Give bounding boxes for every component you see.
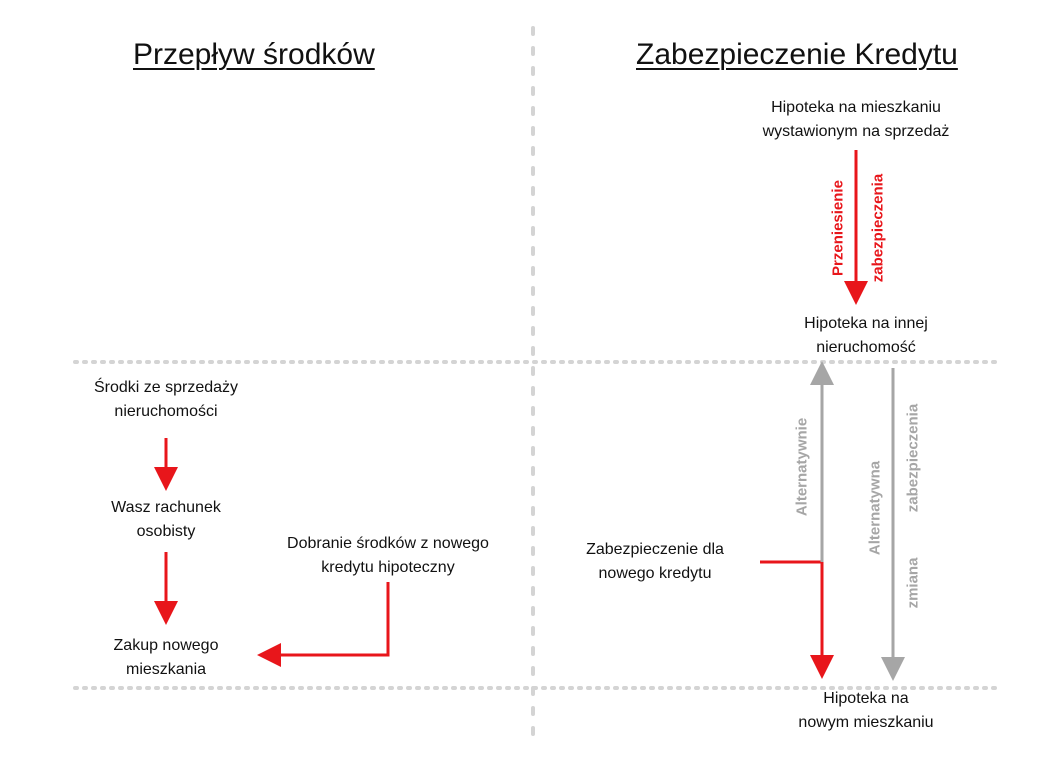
node-sale-funds: Środki ze sprzedaży nieruchomości <box>93 379 239 420</box>
node-mortgage-on-sale-apartment: Hipoteka na mieszkaniu wystawionym na sp… <box>762 99 950 140</box>
node-new-apartment-purchase: Zakup nowego mieszkania <box>113 637 219 678</box>
label-security: zabezpieczenia <box>904 403 922 513</box>
arrow-new-security-to-new-mortgage <box>760 560 834 679</box>
label-transfer-line2: zabezpieczenia <box>869 173 887 283</box>
node-additional-funds: Dobranie środków z nowego kredytu hipote… <box>287 535 489 576</box>
label-alternatively: Alternatywnie <box>793 417 811 517</box>
label-transfer-line1: Przeniesienie <box>829 180 847 276</box>
node-mortgage-other-property: Hipoteka na innej nieruchomość <box>804 315 928 356</box>
node-new-loan-security: Zabezpieczenie dla nowego kredytu <box>586 541 724 582</box>
label-alternative: Alternatywna <box>866 460 884 556</box>
label-change: zmiana <box>904 557 922 609</box>
title-funds-flow: Przepływ środków <box>133 38 375 71</box>
arrow-extra-funds-to-purchase <box>257 582 390 667</box>
node-mortgage-new-apartment: Hipoteka na nowym mieszkaniu <box>798 690 934 731</box>
node-personal-account: Wasz rachunek osobisty <box>111 499 221 540</box>
title-loan-security: Zabezpieczenie Kredytu <box>636 38 958 71</box>
